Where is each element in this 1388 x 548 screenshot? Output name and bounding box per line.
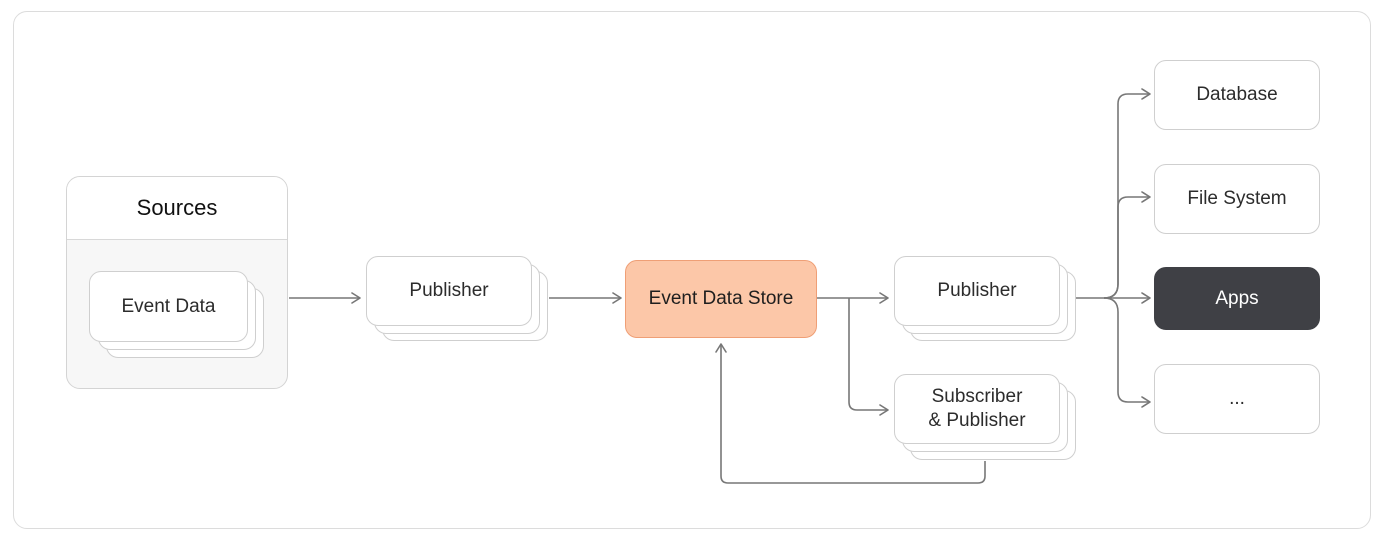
subscriber-label-line1: Subscriber: [931, 386, 1023, 407]
arrow-fanout-to-file-system: [1103, 191, 1151, 299]
arrow-fanout-to-database: [1103, 88, 1151, 299]
subscriber-publisher-box: Subscriber & Publisher: [894, 374, 1060, 444]
file-system-box: File System: [1154, 164, 1320, 234]
subscriber-label-line2: & Publisher: [928, 410, 1026, 431]
arrow-store-to-subscriber: [848, 298, 889, 416]
arrow-subscriber-back-to-store: [715, 343, 986, 484]
database-box: Database: [1154, 60, 1320, 130]
publisher-1-label: Publisher: [409, 280, 489, 301]
publisher-1-box: Publisher: [366, 256, 532, 326]
more-targets-label: ...: [1229, 388, 1245, 409]
arrow-fanout-to-more: [1103, 297, 1151, 408]
apps-label: Apps: [1215, 287, 1259, 309]
event-data-store-label: Event Data Store: [648, 288, 794, 309]
publisher-2-box: Publisher: [894, 256, 1060, 326]
event-data-label: Event Data: [121, 295, 216, 317]
more-targets-box: ...: [1154, 364, 1320, 434]
sources-title: Sources: [67, 177, 287, 240]
database-label: Database: [1196, 84, 1278, 105]
event-data-store-box: Event Data Store: [625, 260, 817, 338]
file-system-label: File System: [1187, 188, 1287, 209]
event-data-card: Event Data: [89, 271, 248, 342]
publisher-2-label: Publisher: [937, 280, 1017, 301]
apps-box: Apps: [1154, 267, 1320, 330]
